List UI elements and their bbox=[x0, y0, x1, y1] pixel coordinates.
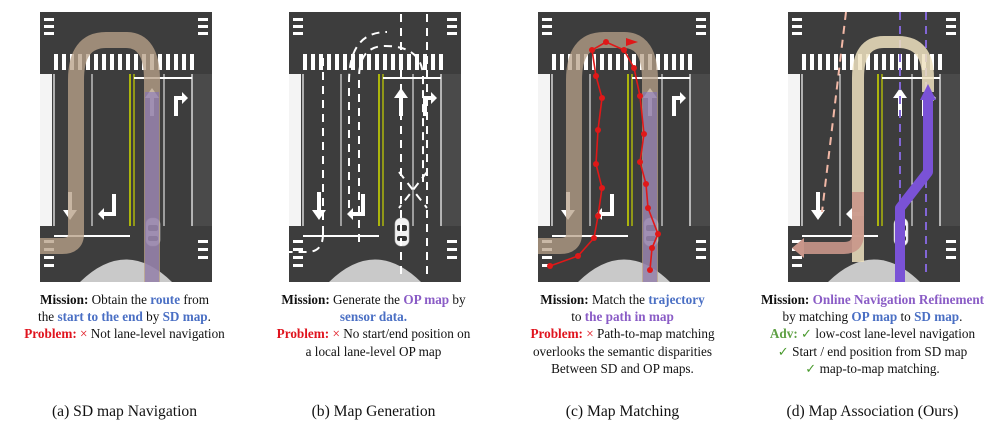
text-line: overlooks the semantic disparities bbox=[498, 343, 747, 360]
text-span: Problem: bbox=[24, 326, 77, 342]
text-span: Online Navigation Refinement bbox=[812, 292, 985, 307]
panel-a-description: Mission: Obtain the route from the start… bbox=[0, 291, 249, 343]
text-span: map-to-map matching. bbox=[819, 360, 940, 376]
text-line: Problem: × No start/end position on bbox=[249, 325, 498, 342]
check-icon: ✓ bbox=[805, 360, 817, 376]
text-span: Generate the bbox=[333, 292, 401, 307]
check-icon: ✓ bbox=[801, 326, 813, 342]
panel-b-description: Mission: Generate the OP map by sensor d… bbox=[249, 291, 498, 360]
text-line: a local lane-level OP map bbox=[249, 343, 498, 360]
cross-icon: × bbox=[586, 326, 594, 342]
text-span: to bbox=[571, 309, 582, 325]
text-span: Problem: bbox=[530, 326, 583, 342]
text-span: No start/end position on bbox=[343, 326, 471, 342]
road-scene-b bbox=[289, 12, 461, 282]
check-icon: ✓ bbox=[777, 343, 789, 359]
text-span: Not lane-level navigation bbox=[90, 326, 225, 342]
text-line: Mission: Online Navigation Refinement bbox=[748, 291, 997, 308]
cross-icon: × bbox=[80, 326, 88, 342]
panel-c-description: Mission: Match the trajectory to the pat… bbox=[498, 291, 747, 377]
text-line: Between SD and OP maps. bbox=[498, 360, 747, 377]
text-line: the start to the end by SD map. bbox=[0, 308, 249, 325]
text-line: Problem: × Not lane-level navigation bbox=[0, 325, 249, 342]
text-span: sensor data. bbox=[339, 309, 408, 325]
text-span: by bbox=[452, 292, 466, 307]
text-span: Obtain the bbox=[91, 292, 147, 307]
text-span: Between SD and OP maps. bbox=[551, 360, 694, 376]
text-line: Problem: × Path-to-map matching bbox=[498, 325, 747, 342]
road-scene-a bbox=[40, 12, 212, 282]
panel-map-matching: Mission: Match the trajectory to the pat… bbox=[498, 0, 747, 430]
text-span: a local lane-level OP map bbox=[305, 343, 442, 359]
caption-b: (b) Map Generation bbox=[311, 403, 436, 420]
text-span: the bbox=[38, 309, 55, 325]
panel-sd-map-navigation: Mission: Obtain the route from the start… bbox=[0, 0, 249, 430]
text-span: by matching bbox=[782, 309, 849, 325]
text-span: the path in map bbox=[584, 309, 674, 325]
text-span: . bbox=[959, 309, 963, 325]
op-map-lanes bbox=[289, 12, 428, 274]
text-span: route bbox=[150, 292, 181, 307]
text-line: Mission: Obtain the route from bbox=[0, 291, 249, 308]
text-line: Mission: Generate the OP map by bbox=[249, 291, 498, 308]
text-span: SD map bbox=[162, 309, 208, 325]
text-span: OP map bbox=[403, 292, 450, 307]
panel-map-association: Mission: Online Navigation Refinement by… bbox=[748, 0, 997, 430]
text-span: from bbox=[183, 292, 209, 307]
caption-a: (a) SD map Navigation bbox=[51, 403, 198, 420]
text-line: to the path in map bbox=[498, 308, 747, 325]
refined-route bbox=[895, 98, 933, 282]
text-span: Match the bbox=[591, 292, 646, 307]
text-span: Mission: bbox=[760, 292, 810, 307]
text-line: sensor data. bbox=[249, 308, 498, 325]
panel-map-generation: Mission: Generate the OP map by sensor d… bbox=[249, 0, 498, 430]
road-scene-d bbox=[788, 12, 960, 282]
text-span: OP map bbox=[851, 309, 898, 325]
text-span: Problem: bbox=[276, 326, 330, 342]
panel-d-description: Mission: Online Navigation Refinement by… bbox=[748, 291, 997, 377]
sd-route bbox=[40, 32, 160, 282]
caption-c: (c) Map Matching bbox=[565, 403, 680, 420]
text-line: ✓ map-to-map matching. bbox=[748, 360, 997, 377]
cross-icon: × bbox=[332, 326, 340, 342]
text-span: Mission: bbox=[40, 292, 89, 307]
text-span: Adv: bbox=[769, 326, 798, 342]
text-line: Mission: Match the trajectory bbox=[498, 291, 747, 308]
text-line: by matching OP map to SD map. bbox=[748, 308, 997, 325]
text-span: low-cost lane-level navigation bbox=[815, 326, 976, 342]
text-span: trajectory bbox=[648, 292, 705, 307]
text-span: SD map bbox=[914, 309, 960, 325]
text-span: to bbox=[900, 309, 911, 325]
text-line: Adv: ✓ low-cost lane-level navigation bbox=[748, 325, 997, 342]
text-span: start to the end bbox=[57, 309, 143, 325]
text-span: . bbox=[207, 309, 211, 325]
road-scene-c bbox=[538, 12, 710, 282]
text-span: overlooks the semantic disparities bbox=[532, 343, 713, 359]
text-span: Mission: bbox=[281, 292, 330, 307]
text-span: Start / end position from SD map bbox=[792, 343, 968, 359]
text-line: ✓ Start / end position from SD map bbox=[748, 343, 997, 360]
text-span: by bbox=[146, 309, 160, 325]
caption-d: (d) Map Association (Ours) bbox=[786, 403, 959, 420]
text-span: Path-to-map matching bbox=[596, 326, 715, 342]
text-span: Mission: bbox=[540, 292, 589, 307]
